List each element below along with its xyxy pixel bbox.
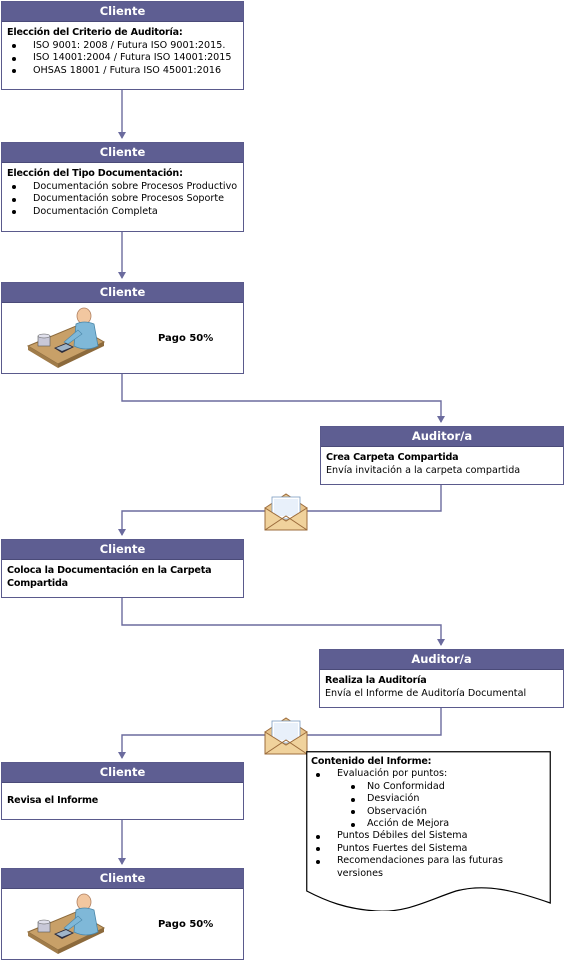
step-header: Auditor/a <box>321 427 563 447</box>
list-item: No Conformidad <box>311 781 527 793</box>
connector-5-6 <box>121 597 445 646</box>
list-item: Acción de Mejora <box>311 818 527 830</box>
report-title: Contenido del Informe: <box>311 756 432 767</box>
report-sublist: No Conformidad Desviación Observación Ac… <box>311 781 527 831</box>
step-title: Realiza la Auditoría <box>325 675 427 686</box>
person-at-desk-icon <box>26 307 106 368</box>
step-payment-2-box: Cliente Pago 50% <box>1 868 244 960</box>
envelope-icon <box>264 717 308 755</box>
document-shape <box>306 751 551 911</box>
step-header: Auditor/a <box>320 650 563 670</box>
list-item: Evaluación por puntos: <box>311 768 527 780</box>
step-text: Envía el Informe de Auditoría Documental <box>325 687 527 699</box>
list-item: Documentación Completa <box>7 206 238 219</box>
step-review-report-box: Cliente Revisa el Informe <box>1 762 244 820</box>
list-item: ISO 9001: 2008 / Futura ISO 9001:2015. <box>7 40 238 53</box>
report-contents-document: Contenido del Informe: Evaluación por pu… <box>306 751 551 911</box>
connector-3-4 <box>121 373 445 423</box>
list-item: Recomendaciones para las futuras version… <box>311 855 527 880</box>
step-title: Coloca la Documentación en la Carpeta Co… <box>7 565 212 589</box>
step-title: Elección del Tipo Documentación: <box>7 168 183 179</box>
report-list: Puntos Débiles del Sistema Puntos Fuerte… <box>311 830 527 880</box>
step-criteria-box: Cliente Elección del Criterio de Auditor… <box>1 1 244 90</box>
person-at-desk-icon <box>26 893 106 954</box>
step-header: Cliente <box>2 869 243 889</box>
list-item: Observación <box>311 806 527 818</box>
list-item: Documentación sobre Procesos Soporte <box>7 193 238 206</box>
envelope-icon <box>264 493 308 531</box>
list-item: Puntos Débiles del Sistema <box>311 830 527 842</box>
doc-type-list: Documentación sobre Procesos Productivo … <box>7 181 238 219</box>
step-header: Cliente <box>2 283 243 303</box>
step-header: Cliente <box>2 540 243 560</box>
report-list: Evaluación por puntos: <box>311 768 527 780</box>
criteria-list: ISO 9001: 2008 / Futura ISO 9001:2015. I… <box>7 40 238 78</box>
step-header: Cliente <box>2 763 243 783</box>
step-upload-docs-box: Cliente Coloca la Documentación en la Ca… <box>1 539 244 598</box>
list-item: OHSAS 18001 / Futura ISO 45001:2016 <box>7 65 238 78</box>
step-audit-box: Auditor/a Realiza la Auditoría Envía el … <box>319 649 564 708</box>
list-item: Puntos Fuertes del Sistema <box>311 843 527 855</box>
list-item: Documentación sobre Procesos Productivo <box>7 181 238 194</box>
payment-label: Pago 50% <box>158 919 214 930</box>
step-header: Cliente <box>2 143 243 163</box>
list-item: ISO 14001:2004 / Futura ISO 14001:2015 <box>7 52 238 65</box>
payment-label: Pago 50% <box>158 333 214 344</box>
step-payment-1-box: Cliente Pago 50% <box>1 282 244 374</box>
step-shared-folder-box: Auditor/a Crea Carpeta Compartida Envía … <box>320 426 564 485</box>
step-doc-type-box: Cliente Elección del Tipo Documentación:… <box>1 142 244 232</box>
step-text: Envía invitación a la carpeta compartida <box>326 464 521 476</box>
step-title: Elección del Criterio de Auditoría: <box>7 27 183 38</box>
step-title: Revisa el Informe <box>7 795 99 806</box>
step-title: Crea Carpeta Compartida <box>326 452 459 463</box>
list-item: Desviación <box>311 793 527 805</box>
step-header: Cliente <box>2 2 243 22</box>
